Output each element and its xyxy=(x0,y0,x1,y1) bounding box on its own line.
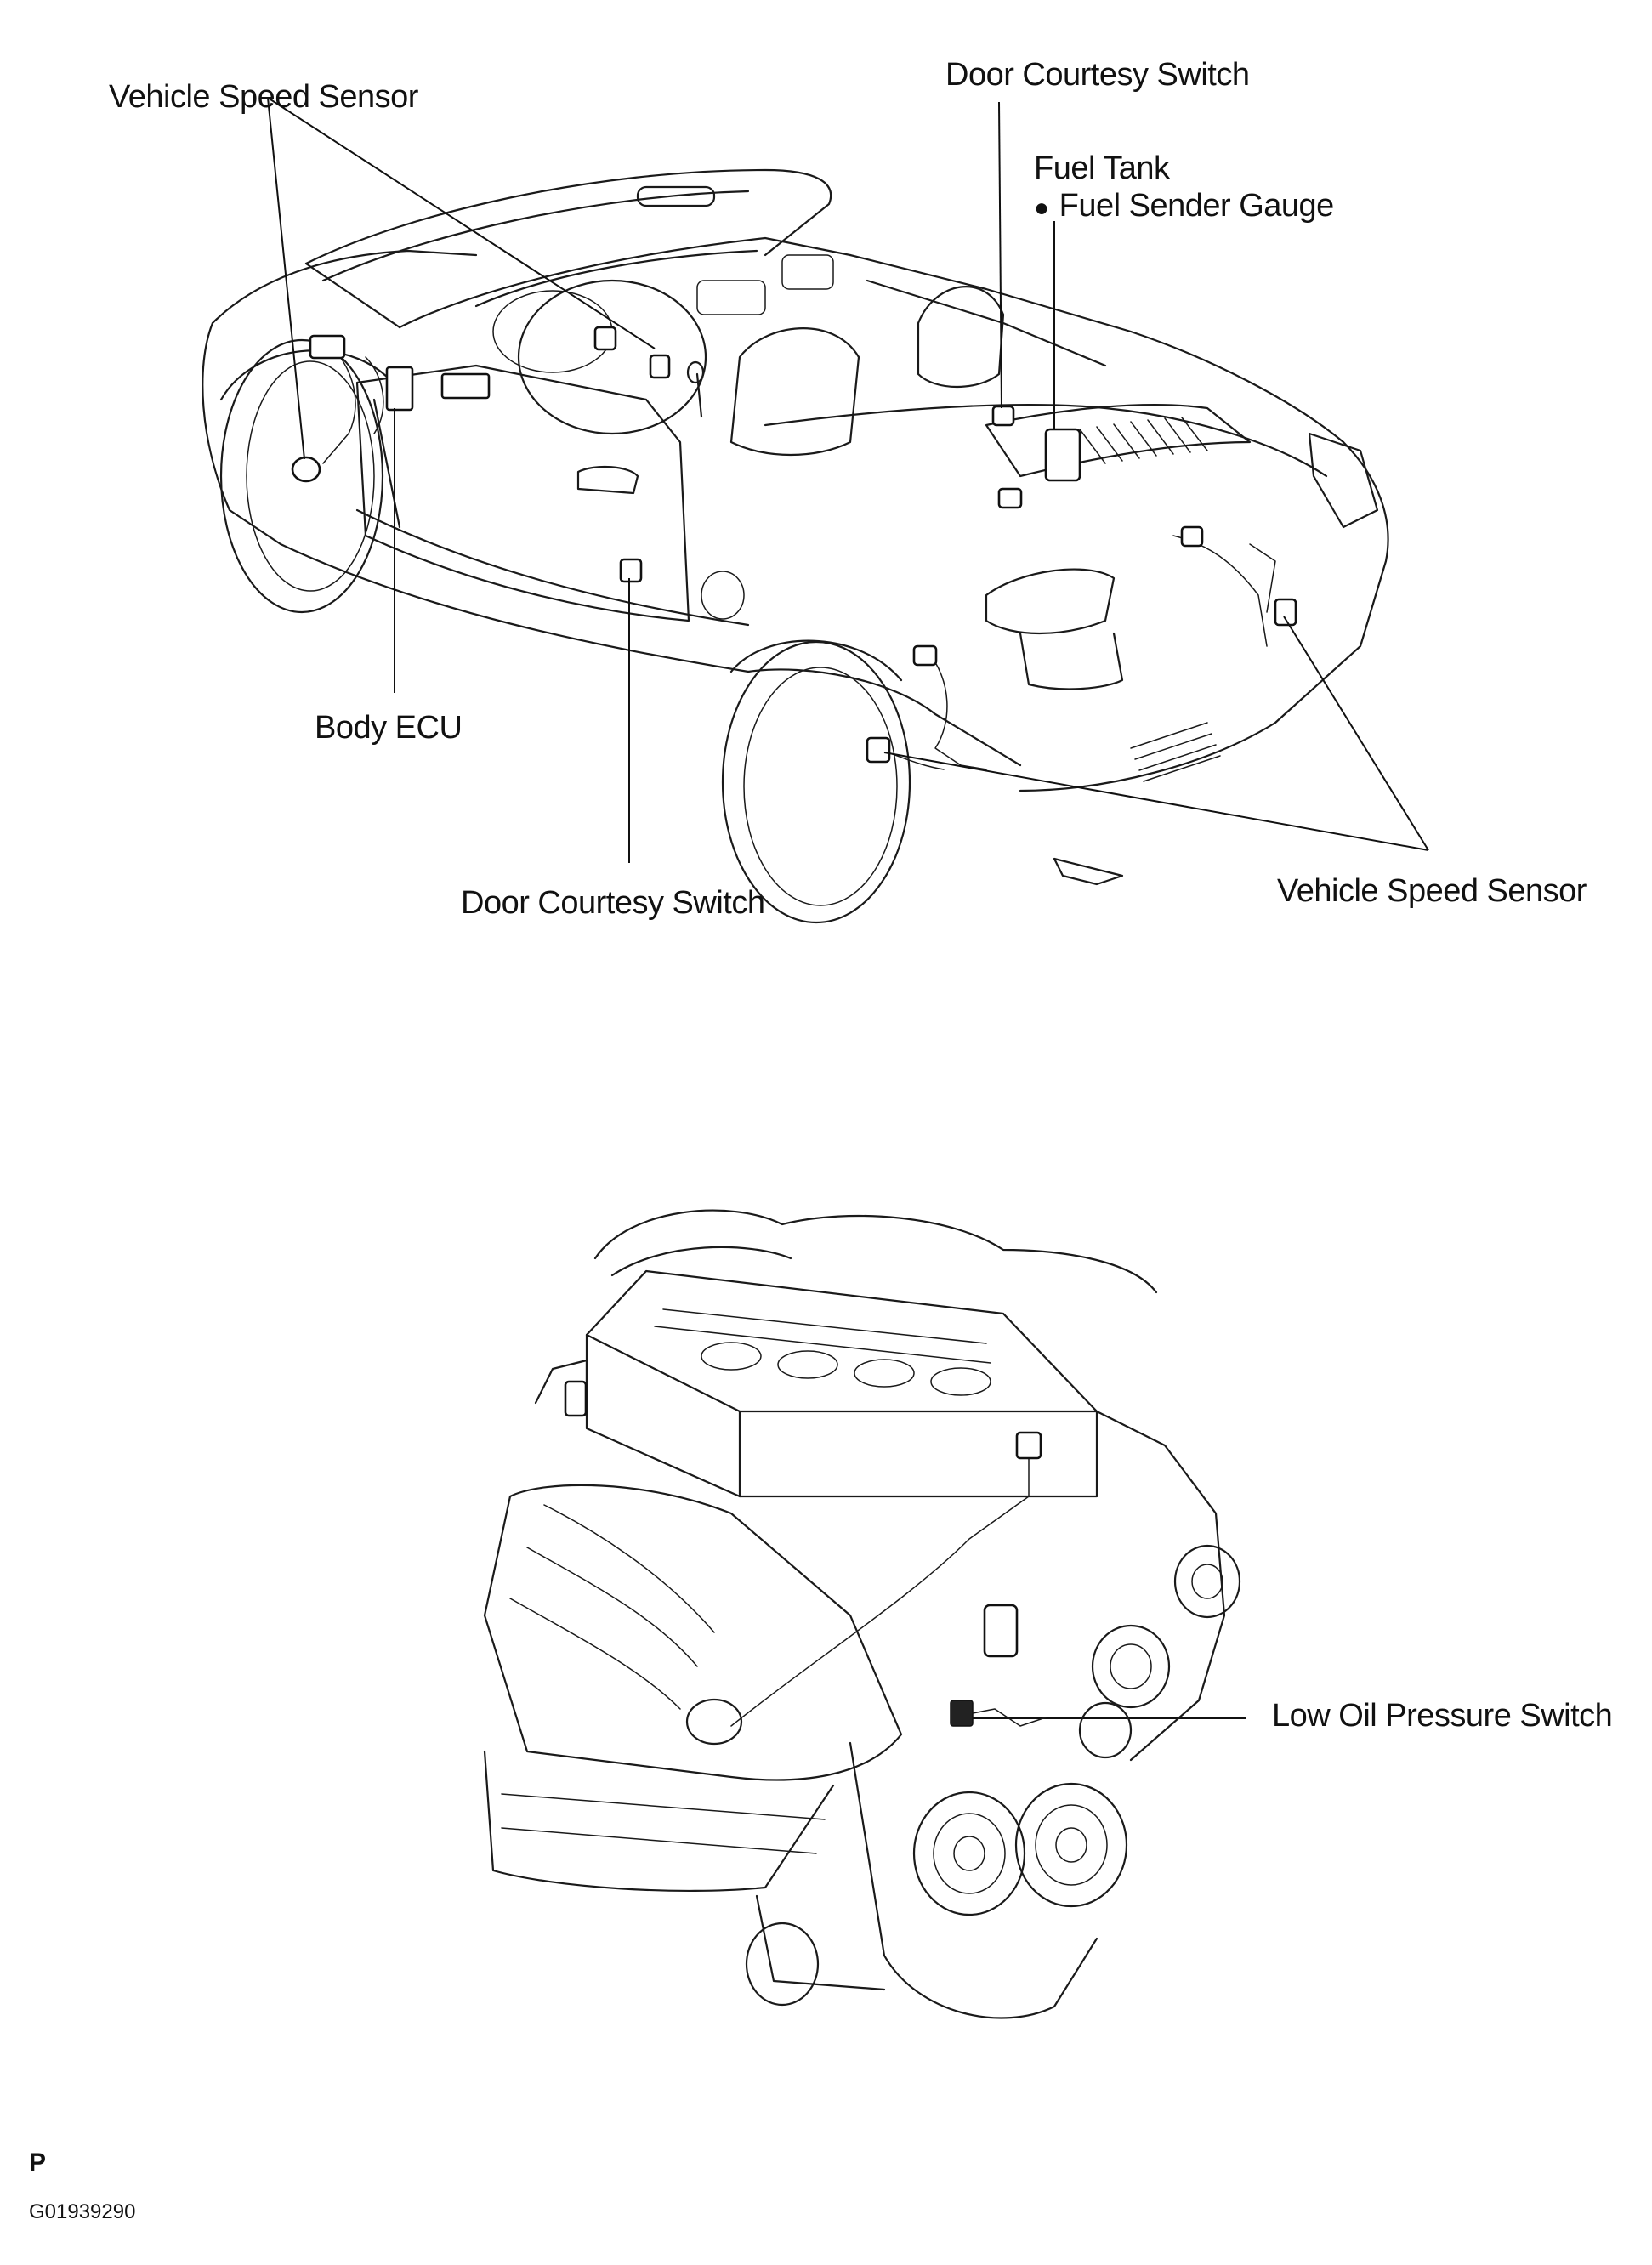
label-door-courtesy-switch-top: Door Courtesy Switch xyxy=(945,57,1250,93)
label-vehicle-speed-sensor-front: Vehicle Speed Sensor xyxy=(109,79,418,115)
label-vehicle-speed-sensor-rear: Vehicle Speed Sensor xyxy=(1277,873,1587,909)
body-ecu-component xyxy=(385,366,414,412)
engine-harness-connector xyxy=(1015,1431,1042,1460)
label-fuel-sender-gauge-row: ● Fuel Sender Gauge xyxy=(1034,187,1334,227)
front-vehicle-speed-sensor xyxy=(291,456,321,483)
label-low-oil-pressure-switch: Low Oil Pressure Switch xyxy=(1272,1698,1613,1734)
engine-left-bracket xyxy=(564,1380,588,1417)
rear-left-harness-connector xyxy=(912,644,938,667)
combination-meter-connector xyxy=(593,326,617,351)
label-body-ecu: Body ECU xyxy=(315,710,463,746)
switch-panel-component xyxy=(440,372,491,400)
fuel-sender-connector xyxy=(997,487,1023,509)
label-fuel-sender-gauge: Fuel Sender Gauge xyxy=(1059,188,1335,224)
low-oil-pressure-switch-component xyxy=(950,1700,974,1727)
page-letter: P xyxy=(29,2149,47,2177)
rear-harness-connector xyxy=(1180,525,1204,548)
bullet-icon: ● xyxy=(1034,194,1049,222)
label-fuel-tank: Fuel Tank xyxy=(1034,150,1170,186)
rear-vehicle-speed-sensor-left xyxy=(866,736,891,764)
engine-illustration xyxy=(483,1209,1241,2019)
rear-vehicle-speed-sensor-right xyxy=(1274,598,1297,627)
front-wheel-harness-connector xyxy=(309,334,346,360)
oil-filter-bracket-component xyxy=(983,1604,1019,1658)
car-illustration xyxy=(202,168,1389,924)
label-door-courtesy-switch-bottom: Door Courtesy Switch xyxy=(461,885,765,921)
fuel-sender-gauge-component xyxy=(1044,428,1081,482)
rear-door-courtesy-switch xyxy=(991,405,1015,427)
leader-lines xyxy=(267,97,1429,1719)
front-door-courtesy-switch xyxy=(619,558,643,583)
figure-code: G01939290 xyxy=(29,2200,136,2223)
meter-connector-2 xyxy=(649,354,671,379)
